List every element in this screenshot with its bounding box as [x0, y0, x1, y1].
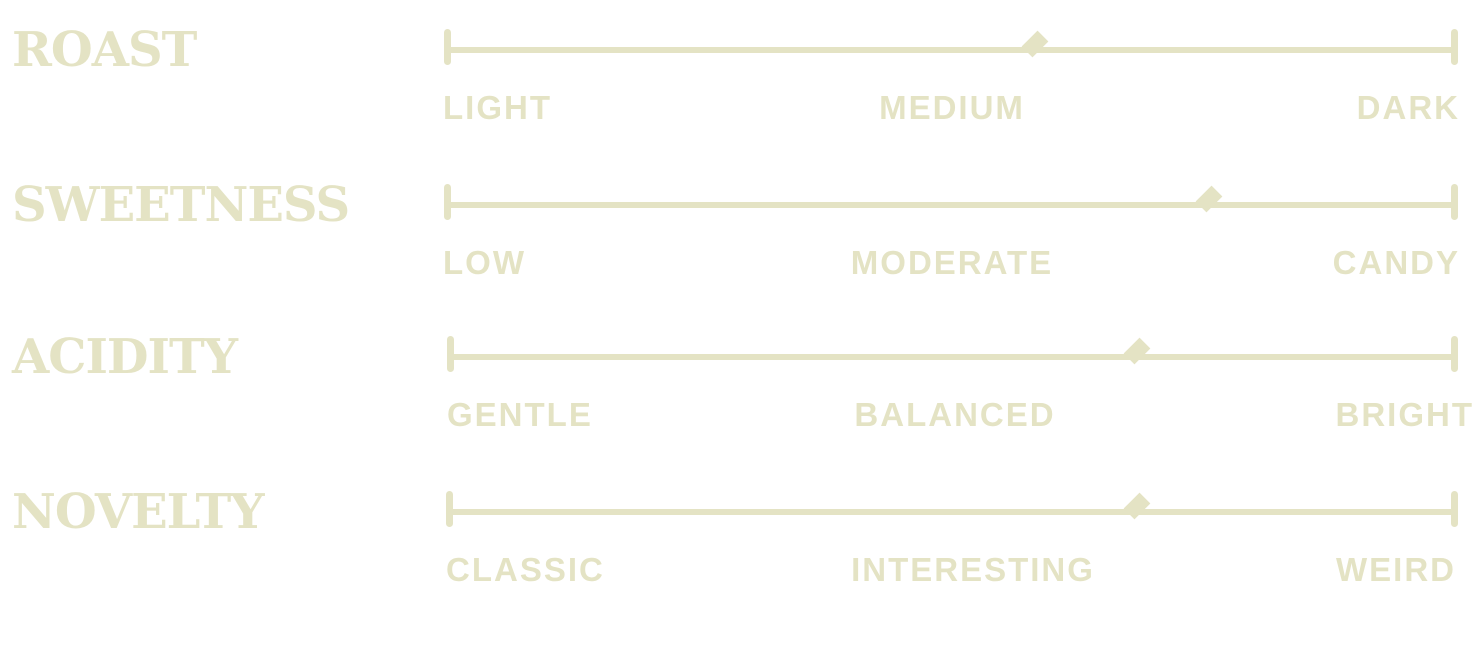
scale-low-label: LOW [443, 244, 526, 281]
scale-marker-diamond [1021, 30, 1049, 58]
scale-track [447, 336, 1458, 372]
track-start-cap [447, 336, 454, 372]
scale-mid-label: BALANCED [854, 396, 1056, 433]
scale-track [444, 184, 1458, 220]
track-end-cap [1451, 336, 1458, 372]
scale-high-label: DARK [1356, 89, 1460, 126]
scale-title: SWEETNESS [12, 177, 350, 233]
scale-title: NOVELTY [12, 484, 264, 540]
scale-high-label: CANDY [1332, 244, 1460, 281]
track-start-cap [444, 184, 451, 220]
scale-track [444, 29, 1458, 65]
track-start-cap [446, 491, 453, 527]
scale-low-label: LIGHT [443, 89, 552, 126]
scale-track [446, 491, 1458, 527]
scale-high-label: WEIRD [1336, 551, 1456, 588]
scale-low-label: GENTLE [447, 396, 593, 433]
track-end-cap [1451, 184, 1458, 220]
scale-novelty: NOVELTY CLASSIC INTERESTING WEIRD [0, 484, 1474, 632]
scale-title: ROAST [12, 22, 197, 78]
scale-roast: ROAST LIGHT MEDIUM DARK [0, 22, 1474, 170]
scale-sweetness: SWEETNESS LOW MODERATE CANDY [0, 177, 1474, 325]
scale-marker-diamond [1124, 337, 1151, 365]
scale-mid-label: INTERESTING [851, 551, 1095, 588]
scale-high-label: BRIGHT [1335, 396, 1474, 433]
scale-marker-diamond [1195, 185, 1223, 213]
track-end-cap [1451, 29, 1458, 65]
track-end-cap [1451, 491, 1458, 527]
scale-mid-label: MODERATE [850, 244, 1054, 281]
scale-marker-diamond [1123, 492, 1151, 520]
track-start-cap [444, 29, 451, 65]
scale-title: ACIDITY [12, 329, 238, 385]
scale-acidity: ACIDITY GENTLE BALANCED BRIGHT [0, 329, 1474, 477]
scale-mid-label: MEDIUM [879, 89, 1025, 126]
scale-low-label: CLASSIC [446, 551, 605, 588]
